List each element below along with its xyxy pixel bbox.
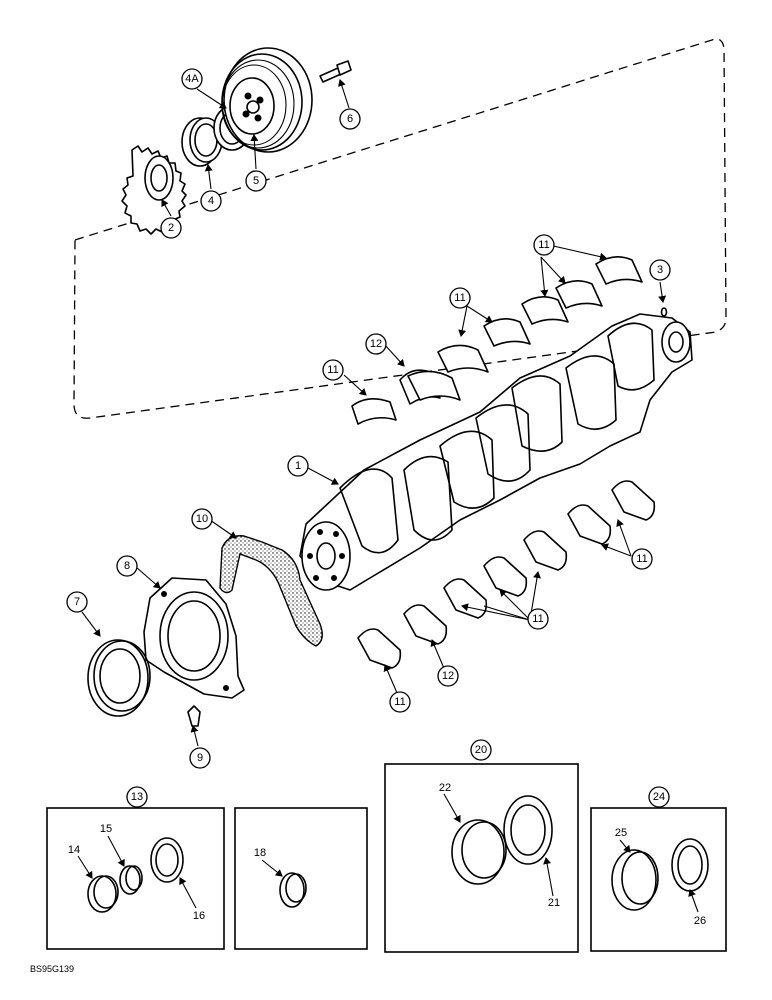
- assembly-boundary: [73, 38, 727, 419]
- sleeve-18: [279, 872, 307, 908]
- label-21: 21: [548, 897, 560, 909]
- rear-crankshaft-seal: [87, 639, 151, 717]
- crankshaft-gear: [121, 145, 187, 235]
- lower-main-bearings: [357, 480, 656, 669]
- svg-text:7: 7: [74, 596, 80, 608]
- label-25: 25: [615, 827, 627, 839]
- callout-24: 24: [648, 786, 670, 808]
- callout-13: 13: [126, 786, 148, 808]
- svg-text:11: 11: [327, 364, 338, 376]
- seal-15: [119, 865, 143, 895]
- svg-text:11: 11: [394, 696, 405, 708]
- label-15: 15: [100, 823, 112, 835]
- svg-text:4: 4: [208, 195, 214, 207]
- retainer-bolt: [187, 705, 201, 727]
- callout-1: 1: [287, 455, 309, 477]
- label-22: 22: [439, 782, 451, 794]
- callout-10: 10: [191, 508, 213, 530]
- callout-5: 5: [245, 170, 267, 192]
- svg-text:20: 20: [475, 744, 487, 756]
- dowel-pin: [660, 307, 668, 317]
- callout-20: 20: [470, 739, 492, 761]
- svg-text:12: 12: [370, 338, 382, 350]
- crankshaft: [299, 313, 693, 591]
- callout-4a: 4A: [181, 68, 203, 90]
- label-16: 16: [193, 910, 205, 922]
- svg-text:9: 9: [197, 752, 203, 764]
- svg-text:10: 10: [196, 513, 208, 525]
- svg-text:2: 2: [168, 222, 174, 234]
- callout-6: 6: [339, 108, 361, 130]
- kit-24-frame: [590, 807, 727, 952]
- svg-text:3: 3: [657, 264, 663, 276]
- svg-text:11: 11: [532, 613, 543, 625]
- svg-text:4A: 4A: [185, 73, 199, 85]
- wear-sleeve-14: [87, 875, 119, 913]
- sleeve-22: [451, 819, 507, 885]
- svg-text:11: 11: [454, 292, 465, 304]
- seal-26: [671, 838, 709, 892]
- callout-4: 4: [200, 190, 222, 212]
- seal-21: [503, 795, 553, 865]
- svg-text:13: 13: [131, 791, 143, 803]
- kit-18-frame: [234, 807, 368, 950]
- callout-11-e: 11: [527, 608, 549, 630]
- svg-text:24: 24: [653, 791, 665, 803]
- svg-text:1: 1: [295, 460, 301, 472]
- rear-seal-retainer: [143, 577, 245, 699]
- callout-11-f: 11: [389, 691, 411, 713]
- damper-bolt: [319, 60, 352, 83]
- svg-text:5: 5: [253, 175, 259, 187]
- callout-9: 9: [189, 747, 211, 769]
- svg-text:11: 11: [538, 239, 549, 251]
- vibration-damper: [221, 47, 313, 153]
- label-18: 18: [254, 847, 266, 859]
- callout-11-d: 11: [631, 548, 653, 570]
- label-26: 26: [694, 915, 706, 927]
- callout-7: 7: [66, 591, 88, 613]
- callout-3: 3: [649, 259, 671, 281]
- svg-text:11: 11: [636, 553, 647, 565]
- svg-text:8: 8: [124, 560, 130, 572]
- kit-20-frame: [384, 763, 579, 953]
- callout-11-a: 11: [533, 234, 555, 256]
- callout-12-b: 12: [437, 665, 459, 687]
- label-14: 14: [68, 844, 80, 856]
- front-seal-sleeve: [181, 117, 223, 167]
- seal-16: [150, 837, 184, 883]
- upper-main-bearings: [351, 256, 643, 425]
- callout-2: 2: [160, 217, 182, 239]
- callout-11-c: 11: [322, 359, 344, 381]
- callout-11-b: 11: [449, 287, 471, 309]
- figure-code: BS95G139: [30, 964, 74, 974]
- svg-text:12: 12: [442, 670, 454, 682]
- svg-text:6: 6: [347, 113, 353, 125]
- kit-13-frame: [46, 807, 225, 950]
- callout-8: 8: [116, 555, 138, 577]
- callout-12-a: 12: [365, 333, 387, 355]
- sleeve-25: [611, 849, 659, 911]
- retainer-gasket: [219, 535, 323, 647]
